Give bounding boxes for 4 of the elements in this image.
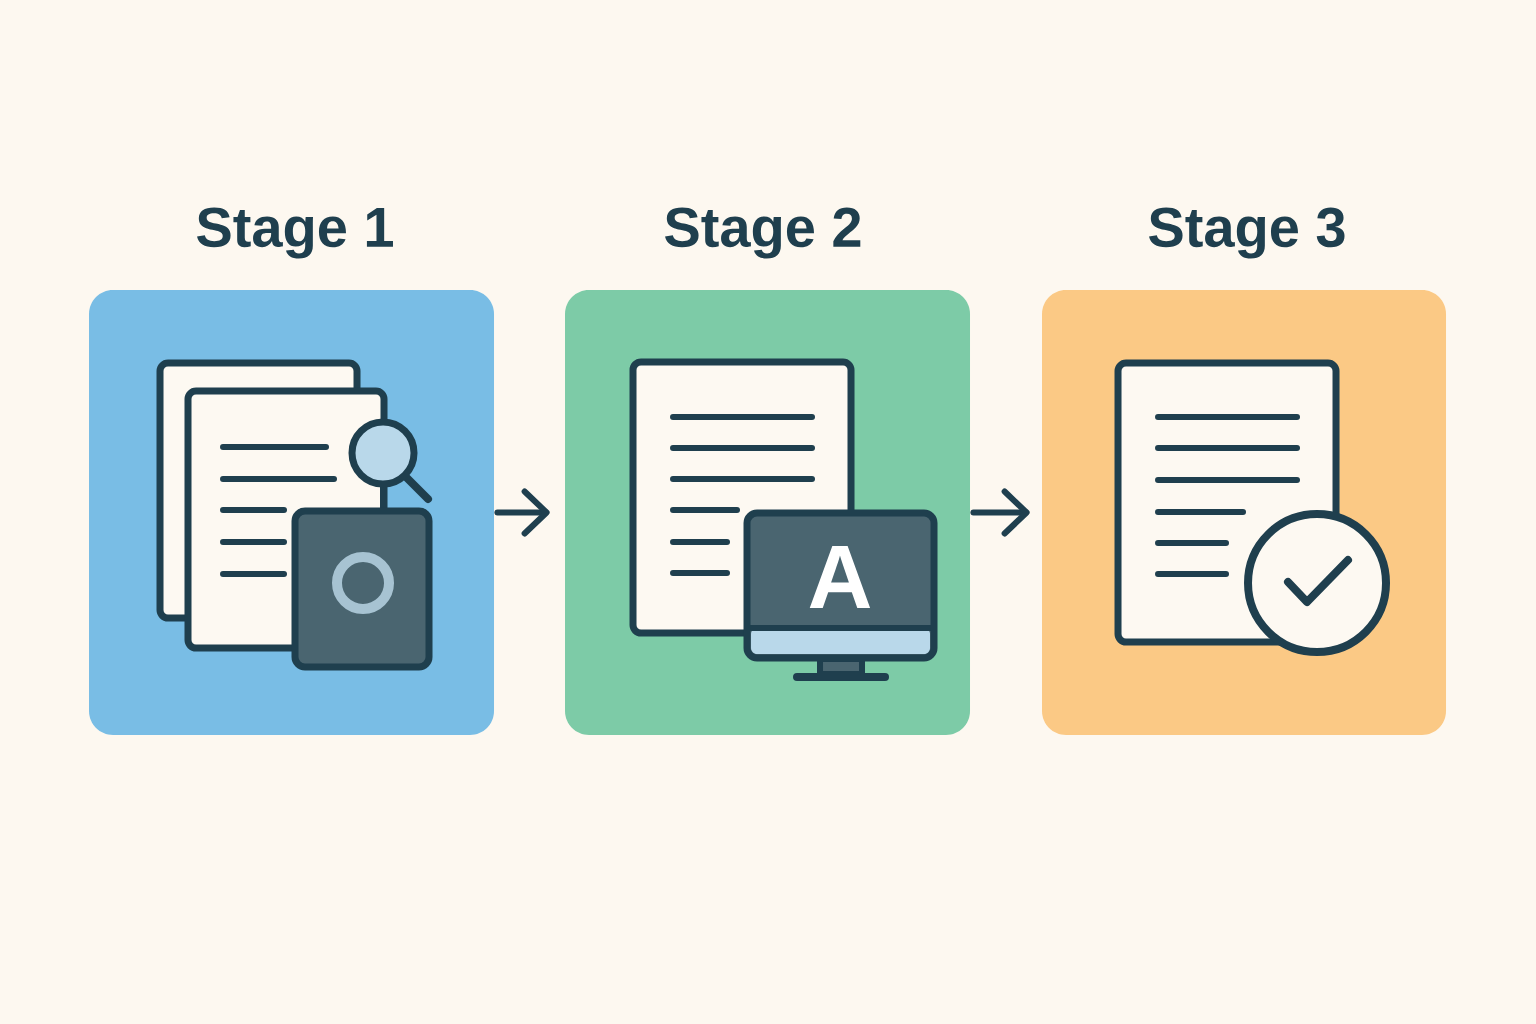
stage-heading: Stage 2 [665, 207, 861, 259]
stage-heading: Stage 1 [197, 207, 393, 259]
stage-heading: Stage 3 [1149, 207, 1345, 259]
screen-letter: A [809, 546, 871, 608]
